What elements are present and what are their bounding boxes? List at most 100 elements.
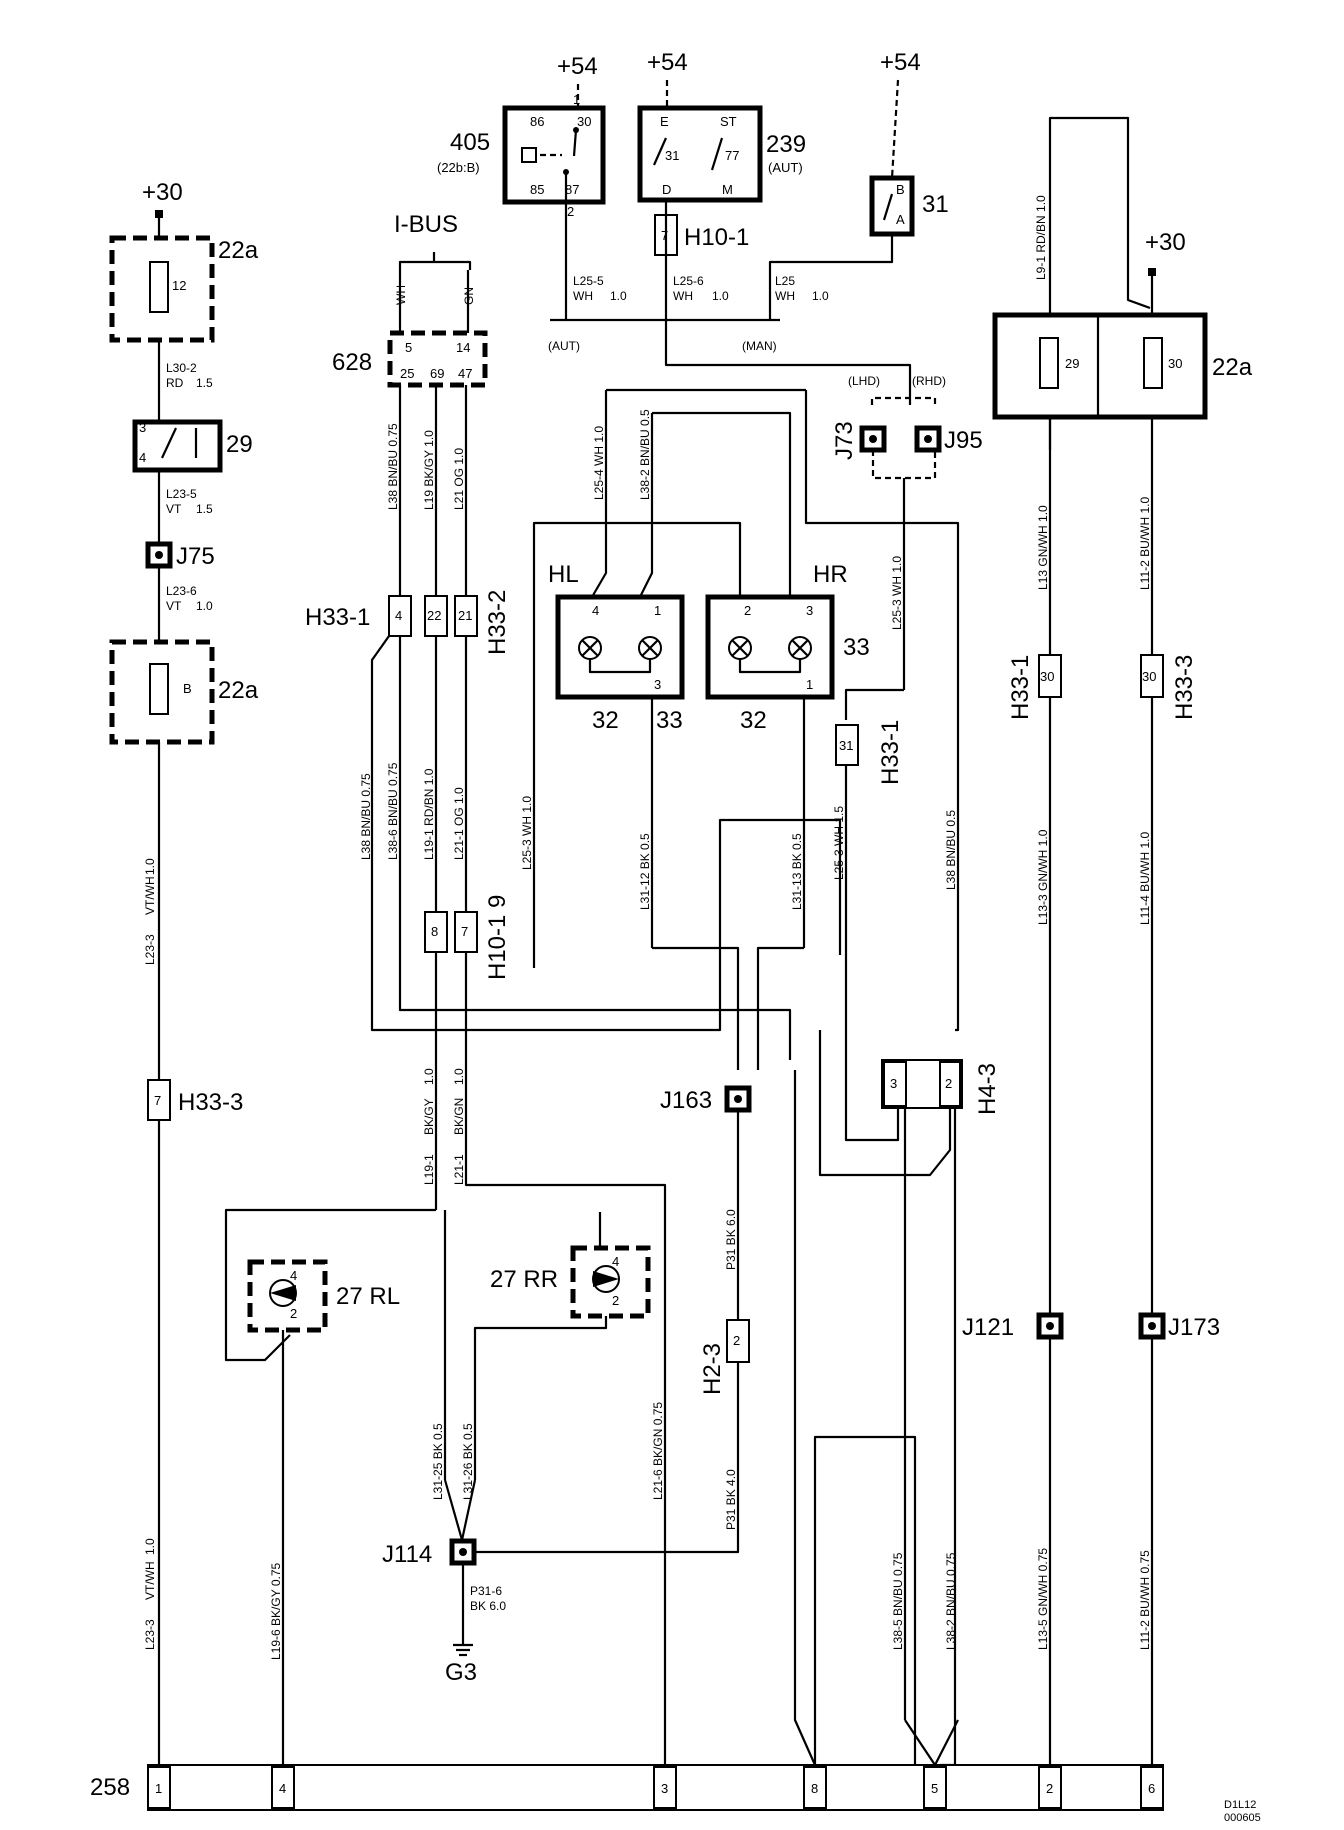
wire-label: L31-26 BK 0.5 [461,1423,475,1500]
pin: 3 [661,1781,668,1796]
wire-id: L19-1 [422,1154,436,1185]
connector-label: H4-3 [974,1063,1001,1115]
wire-size: 1.0 [712,289,729,303]
connector-label: 258 [90,1774,130,1801]
fuse-number: 12 [172,278,186,293]
wire-label: L13-3 GN/WH 1.0 [1036,829,1050,925]
fuse-12 [149,261,169,313]
lamp-label: HL [548,561,579,588]
lamp-pin: 1 [654,603,661,618]
lamp-HR [705,594,835,700]
wire-label: L21-6 BK/GN 0.75 [651,1402,665,1500]
fuse-29 [1039,337,1059,389]
relay-pin: E [660,114,669,129]
junction-label: J95 [944,427,983,454]
wire-id: L30-2 [166,361,197,375]
pin: 25 [400,366,414,381]
wire-color: WH [673,289,693,303]
wire-label: L38-5 BN/BU 0.75 [891,1552,905,1650]
right-circuit: +30 29 30 22a L9-1 RD/BN 1.0 L13 GN/WH 1… [793,116,1253,1766]
wire-label: L31-13 BK 0.5 [790,833,804,910]
supply-label: +54 [557,53,598,80]
supply-label: +54 [880,49,921,76]
supply-terminal [155,210,163,218]
lamp-label: 27 RR [490,1266,558,1293]
connector-H33-3-left [147,1079,171,1121]
wire-size: 1.5 [196,502,213,516]
lamp-pin: 1 [806,677,813,692]
fuse-number: B [183,681,192,696]
relay-ref: (22b:B) [437,160,480,175]
option-label: (AUT) [548,339,580,353]
switch-31: +54 B A 31 [869,49,949,237]
relay-pin: M [722,182,733,197]
pin: 14 [456,340,470,355]
wire-id: L23-6 [166,584,197,598]
wire-label: L25-3 WH 1.5 [832,806,846,880]
wire-label: L31-25 BK 0.5 [431,1423,445,1500]
wire-size: 1.0 [143,1538,157,1555]
pin: 8 [811,1781,818,1796]
lamp-pin: 2 [290,1306,297,1321]
bulb-label: 33 [843,634,870,661]
relay-pin: 1 [573,92,580,107]
pin: 31 [839,738,853,753]
fuse-box-label: 22a [1212,354,1253,381]
connector-label: H10-1 9 [484,895,511,980]
connector-label: H33-3 [1171,655,1198,720]
ground-label: G3 [445,1659,477,1686]
option-label: (RHD) [912,374,946,388]
option-label: (LHD) [848,374,880,388]
lamp-27-RR [570,1245,651,1319]
pin: 69 [430,366,444,381]
control-628: I-BUS WH GN 5 14 25 69 47 628 L38 BN/BU … [305,211,842,1765]
wire-label: L38-2 BN/BU 0.75 [944,1552,958,1650]
wire-size: 1.0 [143,858,157,875]
connector-H4-3: 3 2 H4-3 [818,1030,1001,1767]
wire-label: L38 BN/BU 0.75 [359,773,373,860]
pin: 6 [1148,1781,1155,1796]
wire-color: WH [775,289,795,303]
wire-label: L19-6 BK/GY 0.75 [269,1562,283,1660]
wire-color: WH [573,289,593,303]
ground-path: J163 P31 BK 6.0 2 H2-3 P31 BK 4.0 [470,1085,752,1554]
pin: 21 [458,608,472,623]
relay-pin: ST [720,114,737,129]
left-circuit: +30 12 22a L30-2 RD 1.5 3 4 29 L23-5 VT … [109,179,259,1765]
wire-label: L23-3 VT/WH 1.0 [143,1538,157,1650]
lamp-pin: 4 [592,603,599,618]
connector-label: H33-2 [484,590,511,655]
relay-pin: D [662,182,671,197]
junction-label: J73 [831,421,858,460]
wire-label: L11-4 BU/WH 1.0 [1138,832,1152,925]
wire-color: VT/WH [143,1561,157,1600]
pin: 1 [155,1781,162,1796]
lamp-label: 27 RL [336,1283,400,1310]
supply-label: +30 [1145,229,1186,256]
pin: 2 [945,1076,952,1091]
relay-pin: 87 [565,182,579,197]
wire-color: BK/GN [452,1098,466,1135]
top-wires: L25-5 WH 1.0 L25-6 WH 1.0 L25 WH 1.0 (AU… [548,172,912,405]
relay-pin: 77 [725,148,739,163]
relay-pin: 30 [577,114,591,129]
switch-pin: B [896,182,905,197]
switch-31-box [869,175,915,237]
lamp-pin: 4 [290,1268,297,1283]
pin: 30 [1142,669,1156,684]
junction-lhd-rhd: (LHD) (RHD) J73 J95 L25-3 WH 1.0 31 H33-… [831,374,983,1142]
bulb-label: 32 [592,707,619,734]
wire-color: BK/GY [422,1098,436,1135]
connector-H33-1-right [1038,654,1062,698]
diagram-code: 000605 [1224,1812,1261,1824]
fuse-number: 30 [1168,356,1182,371]
bulb-label: 33 [656,707,683,734]
pin: 7 [661,228,668,243]
pin: 7 [154,1093,161,1108]
junction-label: J121 [962,1314,1014,1341]
wire-id: L25-6 [673,274,704,288]
lamp-pin: 2 [744,603,751,618]
wire-label: L9-1 RD/BN 1.0 [1034,195,1048,280]
switch-label: 31 [922,191,949,218]
